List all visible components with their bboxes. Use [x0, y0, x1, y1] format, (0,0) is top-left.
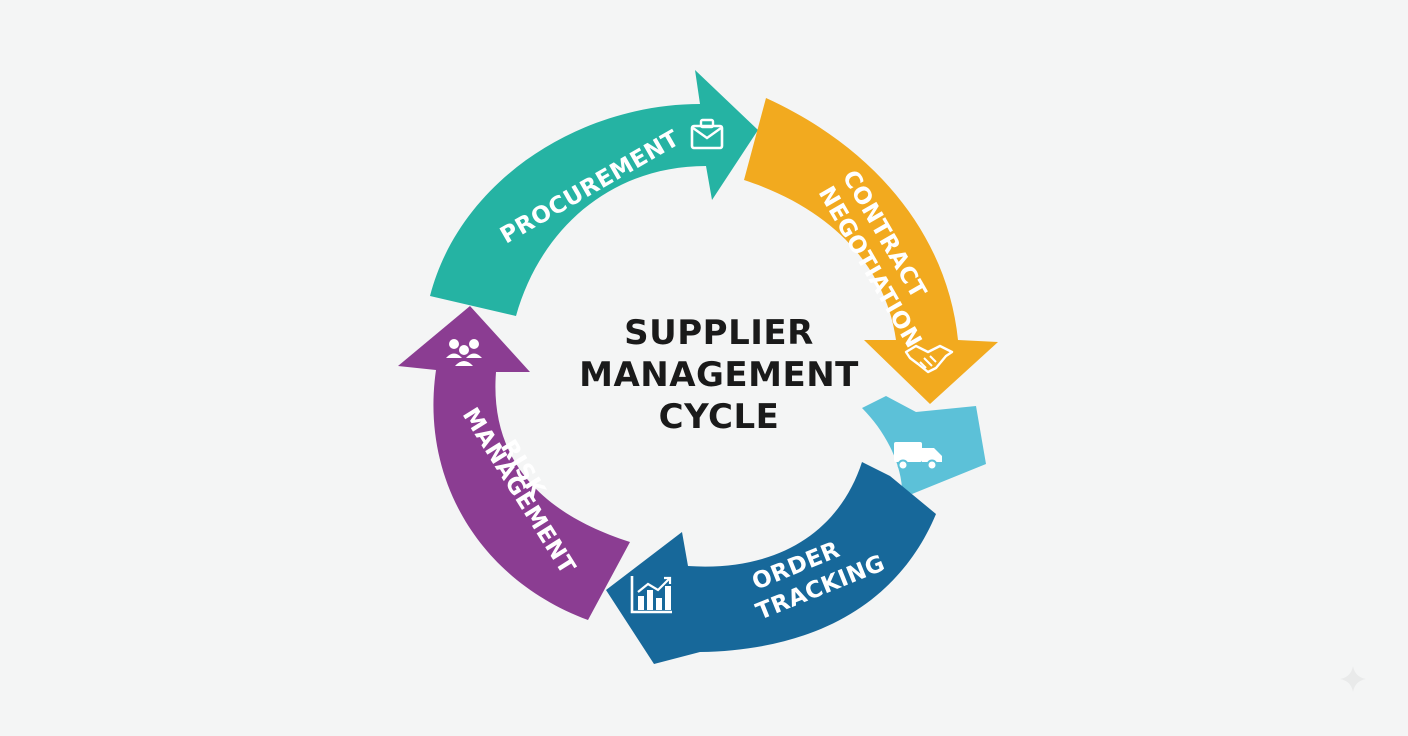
segment-order-tracking: ORDER TRACKING [606, 462, 936, 664]
bar-chart-icon [630, 576, 672, 614]
briefcase-icon [690, 118, 724, 150]
contract-negotiation-arrow [744, 98, 998, 404]
center-title-line1: SUPPLIER [624, 313, 814, 353]
order-tracking-arrow [606, 462, 936, 664]
segment-delivery [862, 396, 986, 494]
people-icon [446, 339, 482, 366]
center-title-line2: MANAGEMENT [579, 355, 859, 395]
sparkle-icon [1340, 666, 1366, 692]
handshake-icon [904, 344, 954, 374]
procurement-arrow [430, 70, 758, 316]
center-title-line3: CYCLE [658, 397, 780, 437]
truck-icon [894, 442, 942, 471]
segment-procurement: PROCUREMENT [430, 70, 758, 316]
delivery-arrow [862, 396, 986, 494]
center-title: SUPPLIER MANAGEMENT CYCLE [554, 312, 884, 438]
risk-management-arrow [398, 306, 630, 620]
